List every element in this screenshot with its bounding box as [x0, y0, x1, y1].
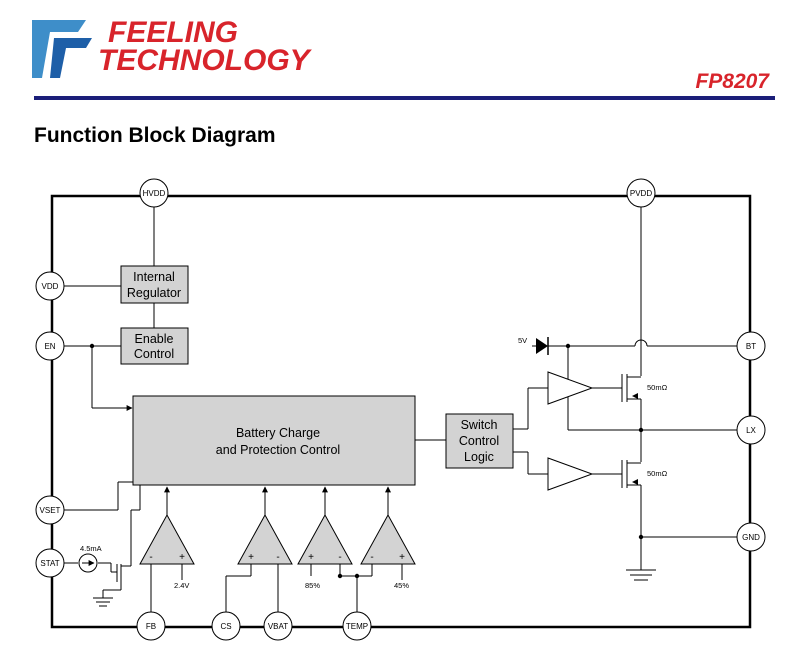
- pin-label-stat: STAT: [40, 559, 59, 568]
- pin-en: [35, 331, 65, 361]
- low-side-driver: [547, 457, 594, 491]
- junction-dots: [89, 343, 644, 579]
- fb-minus: -: [149, 552, 152, 563]
- pin-label-lx: LX: [746, 426, 756, 435]
- pin-label-bt: BT: [746, 342, 756, 351]
- ref-temp-low-label: 85%: [305, 581, 320, 590]
- section-title: Function Block Diagram: [34, 124, 276, 147]
- temp-low-minus: -: [338, 552, 341, 563]
- enable-label-2: Control: [134, 347, 174, 361]
- switch-label-1: Switch: [461, 418, 498, 432]
- current-source-icon: [78, 553, 98, 573]
- ref-fb-label: 2.4V: [174, 581, 189, 590]
- logo-line-2: TECHNOLOGY: [98, 44, 310, 77]
- pin-temp: [342, 611, 372, 641]
- switch-label-2: Control: [459, 434, 499, 448]
- temp-high-plus: +: [399, 552, 405, 563]
- enable-label-1: Enable: [135, 332, 174, 346]
- chip-outline: [50, 194, 752, 629]
- cs-minus: -: [276, 552, 279, 563]
- comparator-temp-high: [360, 513, 416, 565]
- five-volt-label: 5V: [518, 336, 527, 345]
- temp-low-plus: +: [308, 552, 314, 563]
- pin-label-vdd: VDD: [42, 282, 59, 291]
- pin-label-cs: CS: [220, 622, 231, 631]
- logo-line-1: FEELING: [108, 16, 239, 49]
- regulator-label-2: Regulator: [127, 286, 181, 300]
- pin-gnd: [736, 522, 766, 552]
- pin-label-en: EN: [44, 342, 55, 351]
- header-rule: [34, 96, 775, 100]
- part-number: FP8207: [695, 70, 769, 93]
- pin-label-vbat: VBAT: [268, 622, 288, 631]
- temp-high-minus: -: [370, 552, 373, 563]
- pin-stat: [35, 548, 65, 578]
- fb-plus: +: [179, 552, 185, 563]
- enable-control-block: [120, 327, 189, 365]
- comparator-cs: [237, 513, 293, 565]
- switch-control-logic-block: [445, 413, 514, 469]
- mosfet-bottom-label: 50mΩ: [647, 469, 668, 478]
- regulator-label-1: Internal: [133, 270, 175, 284]
- pin-label-gnd: GND: [742, 533, 760, 542]
- cs-plus: +: [248, 552, 254, 563]
- company-logo: FEELING TECHNOLOGY: [28, 14, 310, 84]
- ref-temp-high-label: 45%: [394, 581, 409, 590]
- pin-hvdd: [139, 178, 169, 208]
- pin-vset: [35, 495, 65, 525]
- pin-label-fb: FB: [146, 622, 156, 631]
- current-source-label: 4.5mA: [80, 544, 102, 553]
- pin-label-pvdd: PVDD: [630, 189, 652, 198]
- mosfet-arrows: [632, 393, 638, 485]
- mosfet-top-label: 50mΩ: [647, 383, 668, 392]
- comparator-temp-low: [297, 513, 353, 565]
- high-side-driver: [547, 371, 594, 405]
- diode-icon: [536, 337, 549, 355]
- switch-label-3: Logic: [464, 450, 494, 464]
- charge-label-2: and Protection Control: [216, 443, 340, 457]
- charge-label-1: Battery Charge: [236, 426, 320, 440]
- pin-vdd: [35, 271, 65, 301]
- pin-label-temp: TEMP: [346, 622, 368, 631]
- internal-regulator-block: [120, 265, 189, 304]
- pin-vbat: [263, 611, 293, 641]
- pin-bt: [736, 331, 766, 361]
- pin-label-vset: VSET: [40, 506, 61, 515]
- pin-pvdd: [626, 178, 656, 208]
- pin-fb: [136, 611, 166, 641]
- wiring: [63, 207, 738, 613]
- comparator-fb: [139, 513, 195, 565]
- pin-lx: [736, 415, 766, 445]
- pin-cs: [211, 611, 241, 641]
- battery-charge-block: [132, 395, 416, 486]
- logo-mark-icon: [32, 20, 92, 78]
- pin-label-hvdd: HVDD: [143, 189, 166, 198]
